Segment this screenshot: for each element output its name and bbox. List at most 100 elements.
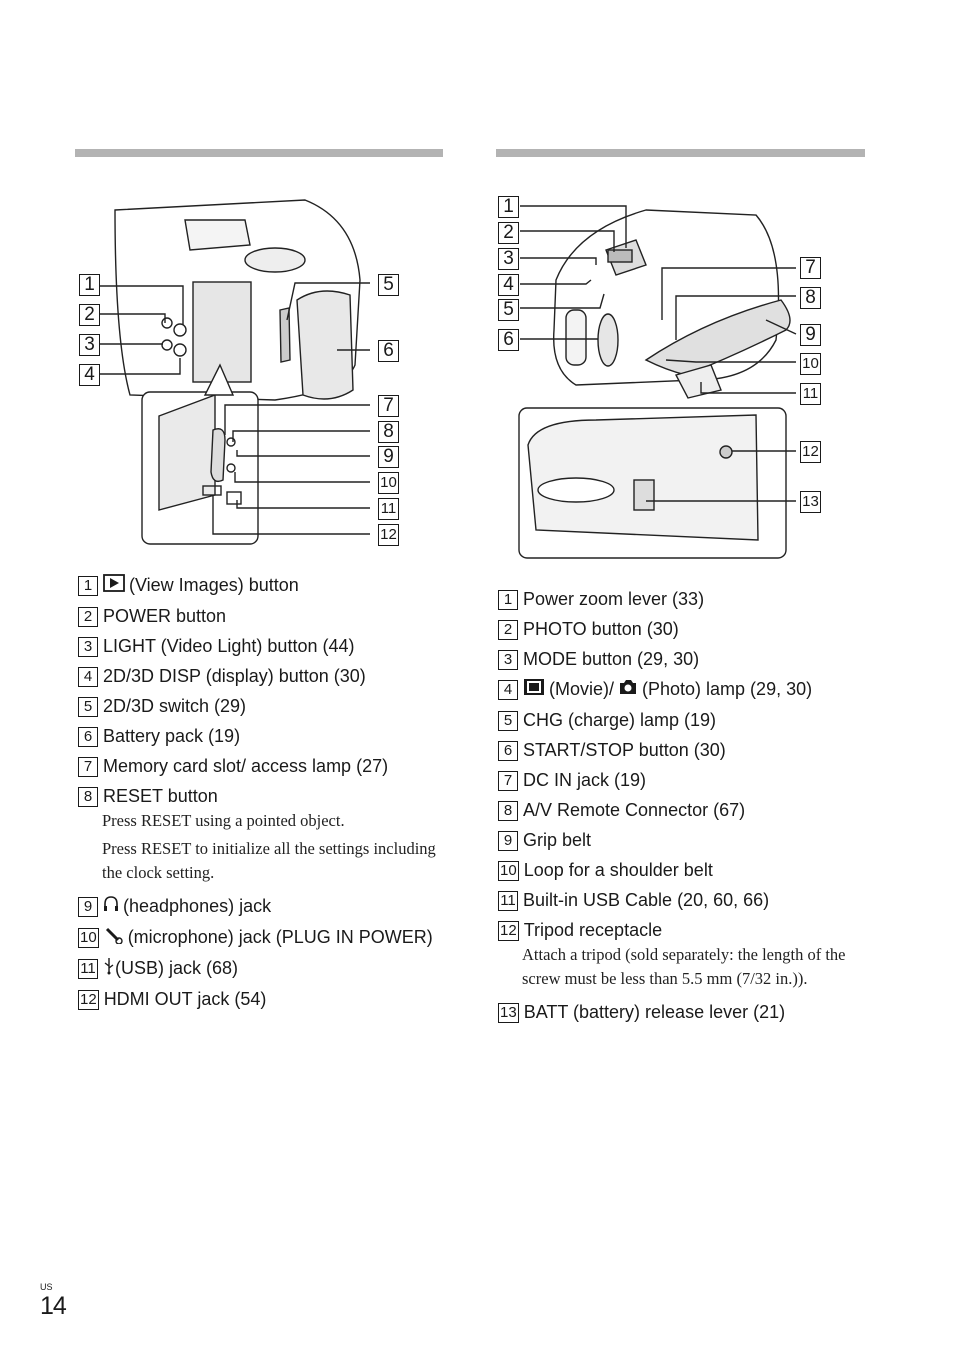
camera-icon (618, 678, 638, 701)
usb-icon (103, 957, 115, 980)
list-item: 2 POWER button (78, 605, 443, 627)
item-number: 11 (78, 959, 98, 979)
right-callout-6: 6 (498, 329, 519, 351)
item-label: Tripod receptacle (523, 920, 663, 940)
list-item: 11 (USB) jack (68) (78, 957, 443, 980)
microphone-icon (104, 926, 124, 949)
list-item: 1 Power zoom lever (33) (498, 588, 868, 610)
item-label: START/STOP button (30) (523, 740, 726, 760)
item-number: 9 (78, 897, 98, 917)
left-callout-3: 3 (79, 334, 100, 356)
left-parts-list: 1 (View Images) button 2 POWER button 3 … (78, 574, 443, 1018)
item-number: 3 (498, 650, 518, 670)
item-label: POWER button (103, 606, 227, 626)
right-callout-4: 4 (498, 274, 519, 296)
right-camera-diagram: 1 2 3 4 5 6 7 8 9 10 11 12 13 (496, 190, 826, 565)
item-number: 8 (498, 801, 518, 821)
note-text: Attach a tripod (sold separately: the le… (522, 945, 846, 988)
right-callout-3: 3 (498, 248, 519, 270)
list-item: 4 (Movie)/ (Photo) lamp (29, 30) (498, 678, 868, 701)
item-number: 11 (498, 891, 518, 911)
item-label: Power zoom lever (33) (523, 589, 705, 609)
headphones-icon (103, 895, 119, 918)
list-item: 9 Grip belt (498, 829, 868, 851)
item-label: A/V Remote Connector (67) (523, 800, 746, 820)
item-label: (headphones) jack (123, 896, 272, 916)
item-number: 6 (498, 741, 518, 761)
item-label: DC IN jack (19) (523, 770, 647, 790)
item-number: 2 (78, 607, 98, 627)
item-number: 10 (78, 928, 99, 948)
list-item: 10 (microphone) jack (PLUG IN POWER) (78, 926, 443, 949)
page-number: 14 (40, 1292, 67, 1320)
right-callout-11: 11 (800, 383, 821, 405)
item-number: 4 (498, 680, 518, 700)
list-item: 2 PHOTO button (30) (498, 618, 868, 640)
item-number: 12 (78, 990, 99, 1010)
item-label: (Movie)/ (549, 679, 615, 699)
right-callout-10: 10 (800, 353, 821, 375)
right-callout-7: 7 (800, 257, 821, 279)
item-notes: Press RESET using a pointed object. Pres… (102, 809, 443, 885)
list-item: 6 START/STOP button (30) (498, 739, 868, 761)
right-callout-13: 13 (800, 491, 821, 513)
list-item: 7 DC IN jack (19) (498, 769, 868, 791)
item-label: Loop for a shoulder belt (523, 860, 713, 880)
item-label: RESET button (103, 786, 218, 806)
play-icon (103, 574, 125, 597)
left-callout-4: 4 (79, 364, 100, 386)
left-callout-8: 8 (378, 421, 399, 443)
right-callout-1: 1 (498, 196, 519, 218)
item-label: Grip belt (523, 830, 592, 850)
item-number: 5 (78, 697, 98, 717)
item-label: (View Images) button (129, 575, 299, 595)
list-item: 8 RESET button (78, 785, 443, 807)
item-number: 7 (498, 771, 518, 791)
movie-icon (523, 678, 545, 701)
camcorder-side-illustration (99, 199, 370, 545)
list-item: 8 A/V Remote Connector (67) (498, 799, 868, 821)
left-callout-12: 12 (378, 524, 399, 546)
left-callout-7: 7 (378, 395, 399, 417)
item-number: 7 (78, 757, 98, 777)
left-callout-11: 11 (378, 498, 399, 520)
note-text: Press RESET to initialize all the settin… (102, 839, 436, 882)
left-camera-diagram: 1 2 3 4 5 6 7 8 9 10 11 12 (75, 190, 405, 550)
right-callout-2: 2 (498, 222, 519, 244)
item-number: 12 (498, 921, 519, 941)
camcorder-top-bottom-illustration (518, 205, 797, 559)
list-item: 5 CHG (charge) lamp (19) (498, 709, 868, 731)
right-section-rule (496, 149, 865, 157)
list-item: 9 (headphones) jack (78, 895, 443, 918)
list-item: 3 MODE button (29, 30) (498, 648, 868, 670)
item-label: Memory card slot/ access lamp (27) (103, 756, 389, 776)
left-callout-5: 5 (378, 274, 399, 296)
item-number: 9 (498, 831, 518, 851)
left-section-rule (75, 149, 443, 157)
left-callout-9: 9 (378, 446, 399, 468)
list-item: 7 Memory card slot/ access lamp (27) (78, 755, 443, 777)
item-number: 13 (498, 1003, 519, 1023)
list-item: 3 LIGHT (Video Light) button (44) (78, 635, 443, 657)
item-label: Built-in USB Cable (20, 60, 66) (523, 890, 770, 910)
list-item: 1 (View Images) button (78, 574, 443, 597)
item-number: 10 (498, 861, 519, 881)
right-callout-5: 5 (498, 299, 519, 321)
item-label: HDMI OUT jack (54) (103, 989, 267, 1009)
right-parts-list: 1 Power zoom lever (33) 2 PHOTO button (… (498, 588, 868, 1031)
list-item: 10 Loop for a shoulder belt (498, 859, 868, 881)
item-label: 2D/3D switch (29) (103, 696, 247, 716)
list-item: 12 Tripod receptacle (498, 919, 868, 941)
list-item: 12 HDMI OUT jack (54) (78, 988, 443, 1010)
item-number: 4 (78, 667, 98, 687)
left-callout-2: 2 (79, 304, 100, 326)
item-number: 2 (498, 620, 518, 640)
item-label: LIGHT (Video Light) button (44) (103, 636, 355, 656)
list-item: 6 Battery pack (19) (78, 725, 443, 747)
item-label: Battery pack (19) (103, 726, 241, 746)
right-callout-12: 12 (800, 441, 821, 463)
item-label: MODE button (29, 30) (523, 649, 700, 669)
item-number: 8 (78, 787, 98, 807)
page-footer: US 14 (40, 1282, 67, 1320)
item-label: BATT (battery) release lever (21) (523, 1002, 786, 1022)
